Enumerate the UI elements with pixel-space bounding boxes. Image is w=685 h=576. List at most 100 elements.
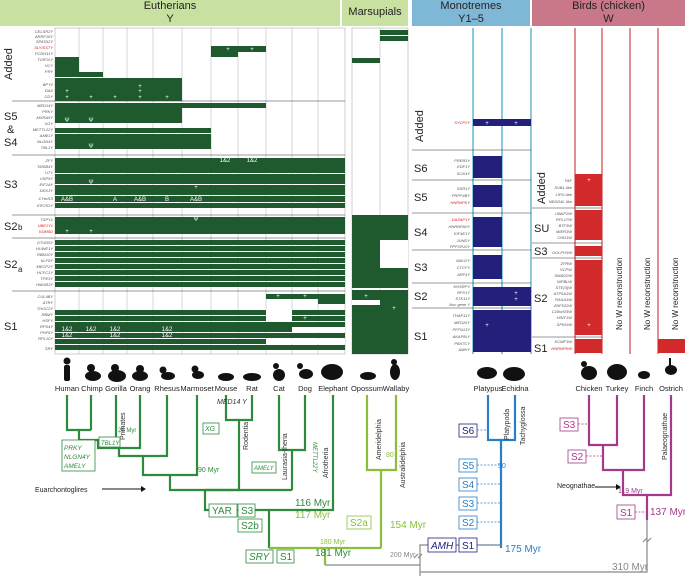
svg-text:C18orf25W: C18orf25W (552, 309, 573, 314)
svg-text:SLY/SSTY: SLY/SSTY (34, 45, 53, 50)
svg-text:S2: S2 (4, 259, 17, 271)
svg-text:Platypus: Platypus (474, 384, 503, 393)
monotreme-tree (486, 395, 517, 548)
svg-text:137 Myr: 137 Myr (650, 507, 685, 518)
platypus-icon (477, 367, 497, 379)
birds-header: Birds (chicken) (532, 0, 685, 12)
svg-text:B: B (165, 197, 169, 203)
svg-text:CHD1W: CHD1W (557, 235, 573, 240)
svg-text:+: + (514, 121, 518, 127)
svg-text:TPE3Y: TPE3Y (40, 276, 53, 281)
svg-text:PRKY: PRKY (64, 445, 82, 452)
svg-text:1&2: 1&2 (162, 327, 173, 333)
svg-text:S3: S3 (462, 499, 475, 510)
svg-text:Nuc gene Y: Nuc gene Y (449, 302, 470, 307)
svg-text:PRY: PRY (45, 69, 53, 74)
svg-text:+: + (303, 294, 307, 300)
svg-text:EDF1Y: EDF1Y (457, 164, 470, 169)
svg-text:Mouse: Mouse (215, 384, 238, 393)
svg-text:SPATA2Y: SPATA2Y (36, 39, 53, 44)
marsupial-grid: + + (351, 27, 409, 355)
svg-text:GOLPH3W: GOLPH3W (552, 250, 573, 255)
svg-text:+: + (138, 95, 142, 101)
svg-text:+: + (485, 121, 489, 127)
svg-text:S1: S1 (534, 343, 547, 355)
svg-text:S2a: S2a (350, 518, 368, 529)
svg-text:Ψ: Ψ (64, 118, 69, 124)
svg-text:VCY: VCY (45, 63, 54, 68)
svg-text:Primates: Primates (120, 412, 127, 440)
svg-text:CTCFY: CTCFY (457, 265, 471, 270)
svg-text:SRY: SRY (45, 346, 53, 351)
svg-text:CUL4BY: CUL4BY (37, 294, 53, 299)
svg-text:EIF4E1Y: EIF4E1Y (454, 231, 470, 236)
svg-text:RBMY: RBMY (41, 312, 53, 317)
svg-text:1&2: 1&2 (62, 333, 73, 339)
svg-text:USP9Y: USP9Y (40, 176, 53, 181)
svg-text:+: + (65, 95, 69, 101)
svg-text:PFFN13Y: PFFN13Y (452, 327, 470, 332)
svg-text:MECP2Y: MECP2Y (37, 264, 54, 269)
svg-text:S4: S4 (414, 227, 427, 239)
svg-text:Orang: Orang (130, 384, 151, 393)
svg-text:ATRY: ATRY (42, 300, 54, 305)
svg-text:STE(3)W: STE(3)W (556, 285, 574, 290)
svg-text:SRY: SRY (249, 552, 271, 563)
svg-text:Cat: Cat (273, 384, 286, 393)
chimp-icon (85, 364, 101, 381)
opossum-icon (360, 372, 376, 380)
svg-text:NLGN4Y: NLGN4Y (37, 139, 53, 144)
svg-text:1&2: 1&2 (220, 158, 231, 164)
svg-text:S3: S3 (563, 420, 576, 431)
svg-text:1&2: 1&2 (247, 158, 258, 164)
svg-text:181 Myr: 181 Myr (315, 548, 352, 559)
svg-text:1&2: 1&2 (110, 327, 121, 333)
bird-stratum-labels: Added SU S3 S2 S1 (534, 172, 549, 355)
svg-text:Ψ: Ψ (88, 180, 93, 186)
svg-text:RPL17W: RPL17W (556, 217, 573, 222)
rat-icon (243, 373, 261, 381)
svg-text:SMAD2W: SMAD2W (554, 273, 573, 278)
svg-text:+: + (514, 291, 518, 297)
monotremes-chromosome: Y1–5 (412, 12, 530, 26)
svg-text:S2: S2 (462, 518, 475, 529)
svg-text:Chimp: Chimp (81, 384, 103, 393)
svg-text:MED26Y: MED26Y (454, 320, 470, 325)
svg-text:180 Myr: 180 Myr (320, 539, 346, 546)
svg-text:+: + (392, 306, 396, 312)
monotremes-header: Monotremes (412, 0, 530, 12)
svg-text:CELSR2Y: CELSR2Y (35, 29, 54, 34)
svg-text:UBAP2W: UBAP2W (555, 211, 573, 216)
svg-text:Rhesus: Rhesus (154, 384, 180, 393)
species-silhouettes (63, 357, 677, 382)
gorilla-icon (108, 364, 126, 382)
svg-text:HNRNPA0Y: HNRNPA0Y (449, 224, 471, 229)
svg-text:200 Myr: 200 Myr (390, 552, 416, 559)
svg-text:KDM5D: KDM5D (39, 229, 53, 234)
svg-text:METTL22Y: METTL22Y (33, 127, 54, 132)
svg-text:S1: S1 (620, 508, 633, 519)
svg-text:SPIN1W: SPIN1W (557, 322, 574, 327)
svg-text:ARF4Y: ARF4Y (456, 272, 470, 277)
svg-text:S4: S4 (462, 480, 475, 491)
svg-text:KCMF1W: KCMF1W (555, 339, 574, 344)
svg-text:+: + (65, 229, 69, 235)
svg-text:Palaeognathae: Palaeognathae (662, 413, 669, 460)
svg-text:SSR1Y: SSR1Y (457, 186, 470, 191)
svg-text:+: + (485, 323, 489, 329)
svg-text:EIF1AY: EIF1AY (40, 182, 54, 187)
svg-text:DAZAP1Y: DAZAP1Y (452, 217, 471, 222)
svg-text:RPL10Y: RPL10Y (38, 336, 53, 341)
svg-text:Australidelphia: Australidelphia (400, 442, 407, 488)
svg-text:THOC2Y: THOC2Y (37, 306, 54, 311)
svg-text:116 Myr: 116 Myr (295, 498, 331, 509)
svg-text:Human: Human (55, 384, 79, 393)
svg-text:OTUD5Y: OTUD5Y (37, 240, 54, 245)
svg-text:Gorilla: Gorilla (105, 384, 128, 393)
svg-text:MAU2Y: MAU2Y (456, 258, 470, 263)
eutherian-stratum-labels: Added S5 & S4 S3 S2 b S2 a S1 (3, 48, 23, 333)
svg-text:HUWE1Y: HUWE1Y (36, 246, 53, 251)
svg-text:Dog: Dog (298, 384, 312, 393)
